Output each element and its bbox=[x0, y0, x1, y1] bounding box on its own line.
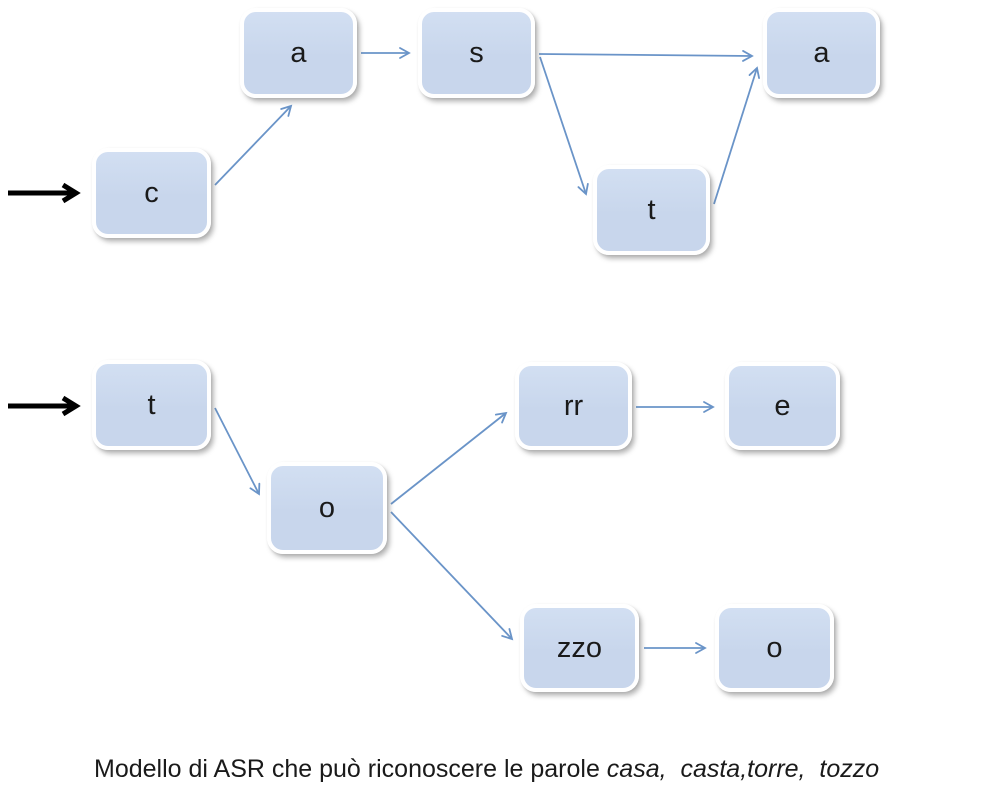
edge-t-to-a bbox=[713, 66, 760, 205]
node-label: e bbox=[774, 389, 791, 422]
bottom-node-o1: o bbox=[267, 462, 387, 554]
bottom-node-t: t bbox=[92, 360, 211, 450]
top-node-a2: a bbox=[763, 8, 880, 98]
figure-caption: Modello di ASR che può riconoscere le pa… bbox=[94, 755, 879, 784]
caption-italic-words: casa, casta,torre, tozzo bbox=[606, 755, 880, 783]
node-label: s bbox=[469, 36, 484, 69]
edge-s-to-a bbox=[538, 50, 754, 62]
node-label: t bbox=[647, 193, 656, 226]
top-node-a1: a bbox=[240, 8, 357, 98]
top-node-c: c bbox=[92, 148, 211, 238]
node-label: zzo bbox=[556, 631, 603, 664]
top-node-s: s bbox=[418, 8, 535, 98]
bottom-node-zzo: zzo bbox=[520, 604, 639, 692]
edge-o-to-zzo bbox=[390, 511, 514, 641]
node-label: o bbox=[318, 491, 336, 524]
edge-t-to-o bbox=[214, 407, 261, 496]
top-node-t: t bbox=[593, 165, 710, 255]
bottom-node-e: e bbox=[725, 362, 840, 450]
edge-o-to-rr bbox=[390, 411, 508, 505]
edge-c-to-a bbox=[214, 104, 293, 186]
caption-regular-text: Modello di ASR che può riconoscere le pa… bbox=[94, 755, 607, 783]
node-label: a bbox=[813, 36, 830, 69]
node-label: t bbox=[147, 388, 156, 421]
bottom-node-o2: o bbox=[715, 604, 834, 692]
bottom-node-rr: rr bbox=[515, 362, 632, 450]
node-label: o bbox=[766, 631, 783, 664]
node-label: c bbox=[144, 176, 159, 209]
node-label: a bbox=[290, 36, 307, 69]
edge-s-to-t bbox=[539, 56, 589, 196]
node-label: rr bbox=[563, 389, 584, 422]
